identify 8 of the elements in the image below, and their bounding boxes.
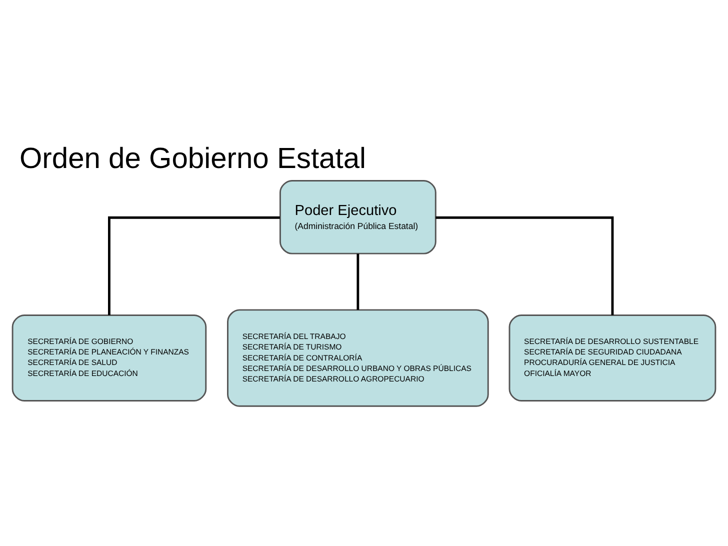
connector: [436, 216, 614, 315]
node-box: SECRETARÍA DE DESARROLLO SUSTENTABLE SECRETARÍA DE SEGURIDAD CIUDADANA PROCURADURÍA GENERAL DE JUSTICIA OFICIALÍA MAYOR: [508, 314, 716, 401]
diagram-title: Orden de Gobierno Estatal: [20, 142, 366, 175]
connector: [108, 216, 280, 315]
node-box: SECRETARÍA DE GOBIERNO SECRETARÍA DE PLANEACIÓN Y FINANZAS SECRETARÍA DE SALUD SECRETARÍA DE EDUCACIÓN: [12, 314, 207, 401]
node-box: SECRETARÍA DEL TRABAJO SECRETARÍA DE TURISMO SECRETARÍA DE CONTRALORÍA SECRETARÍA DE DESARROLLO URBANO Y OBRAS PÚBLICAS SECRETARÍA DE DESARROLLO AGROPECUARIO: [227, 308, 489, 406]
connector: [356, 253, 360, 310]
node-box: Poder Ejecutivo (Administración Pública Estatal): [279, 180, 436, 254]
